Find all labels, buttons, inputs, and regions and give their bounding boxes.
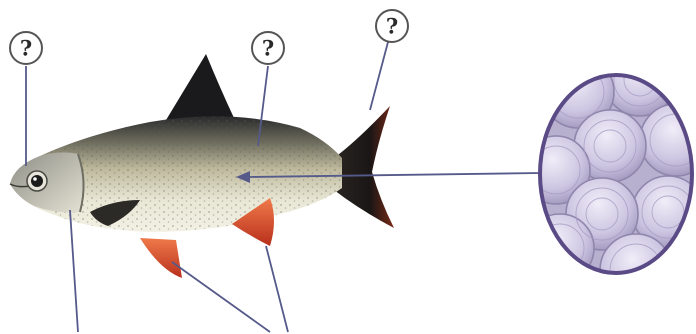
scales-magnifier	[522, 44, 696, 306]
label-lateral-line: ?	[252, 32, 284, 64]
tail-fin	[334, 106, 394, 228]
svg-text:?: ?	[386, 14, 398, 39]
svg-text:?: ?	[262, 36, 274, 61]
scale-pattern	[522, 44, 696, 306]
svg-text:?: ?	[20, 36, 32, 61]
pelvic-fin	[140, 238, 182, 278]
label-tail: ?	[376, 10, 408, 42]
label-mouth: ?	[10, 32, 42, 64]
